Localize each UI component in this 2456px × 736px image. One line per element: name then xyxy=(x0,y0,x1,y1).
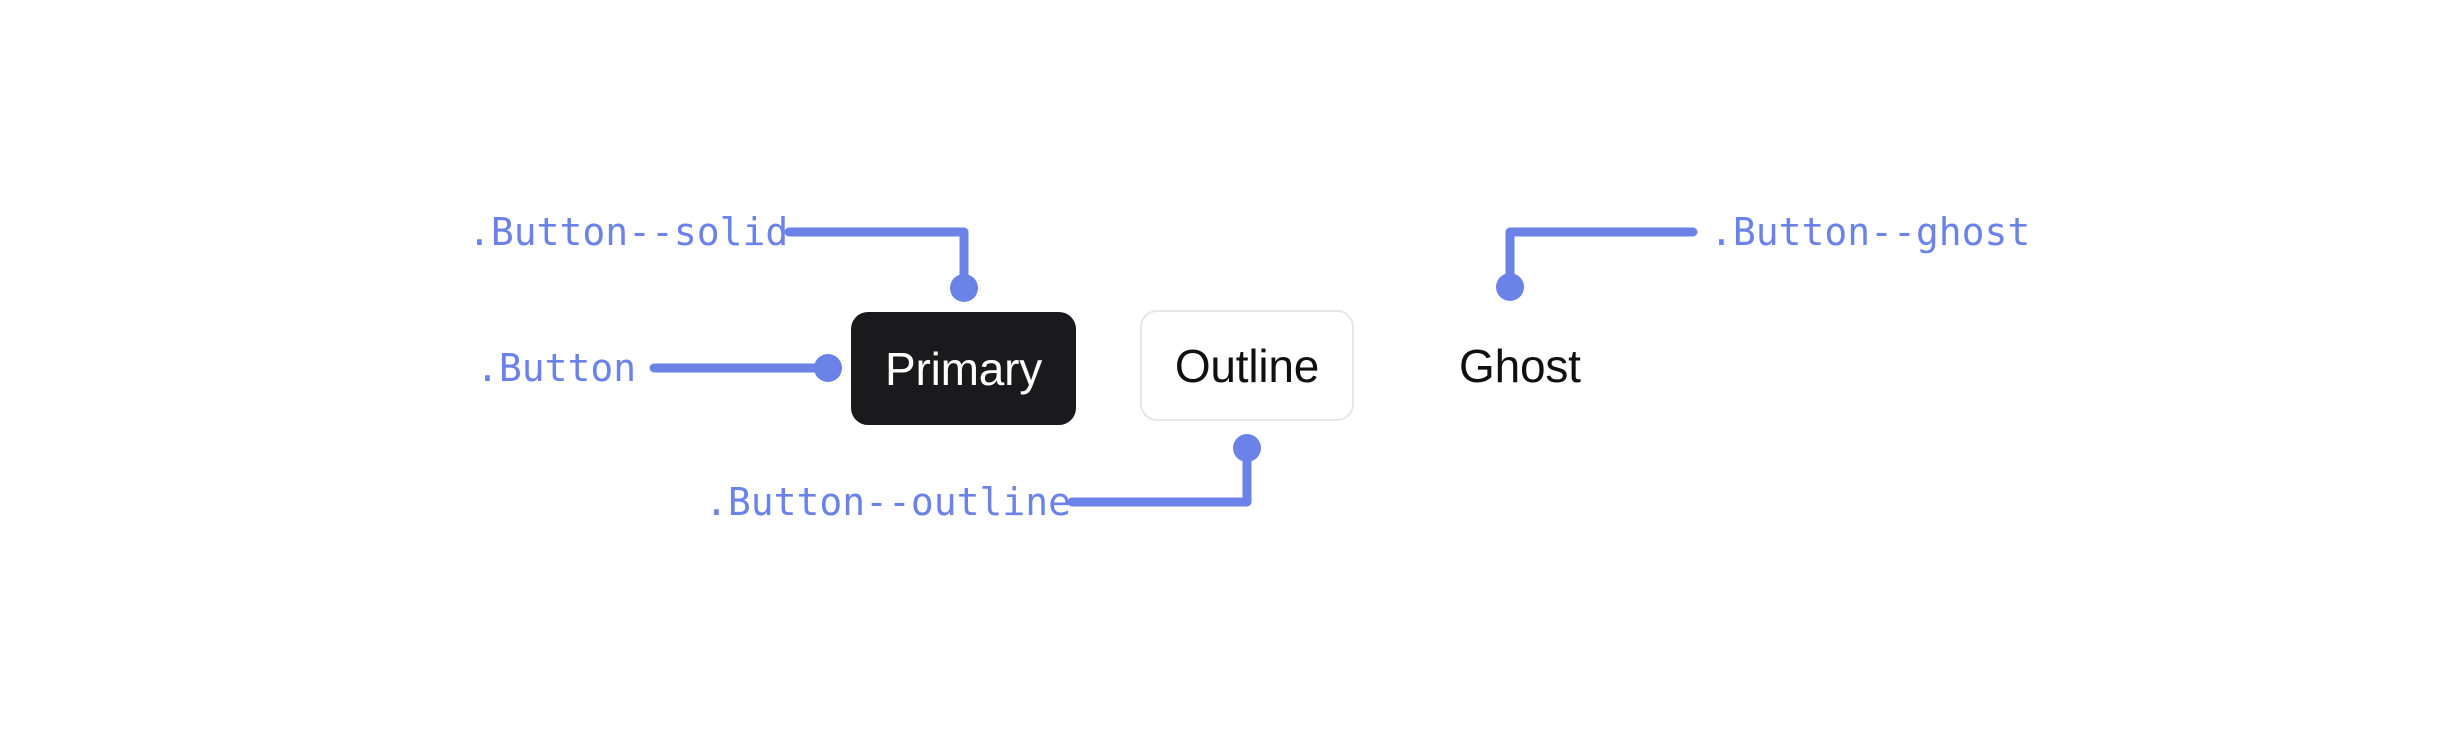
connector-dot-ghost xyxy=(1496,273,1524,301)
connector-dot-outline xyxy=(1233,434,1261,462)
connector-ghost xyxy=(1496,227,1698,301)
ghost-button[interactable]: Ghost xyxy=(1453,310,1653,421)
annotation-label-ghost: .Button--ghost xyxy=(1710,210,2031,254)
connector-dot-solid xyxy=(950,274,978,302)
annotation-label-solid: .Button--solid xyxy=(468,210,789,254)
annotation-label-base: .Button xyxy=(476,346,637,390)
connector-dot-base xyxy=(814,354,842,382)
connector-outline xyxy=(1067,434,1261,507)
primary-button[interactable]: Primary xyxy=(851,312,1076,425)
connector-solid xyxy=(784,227,978,302)
connector-base xyxy=(649,354,842,382)
annotation-label-outline: .Button--outline xyxy=(705,480,1072,524)
outline-button[interactable]: Outline xyxy=(1140,310,1354,421)
